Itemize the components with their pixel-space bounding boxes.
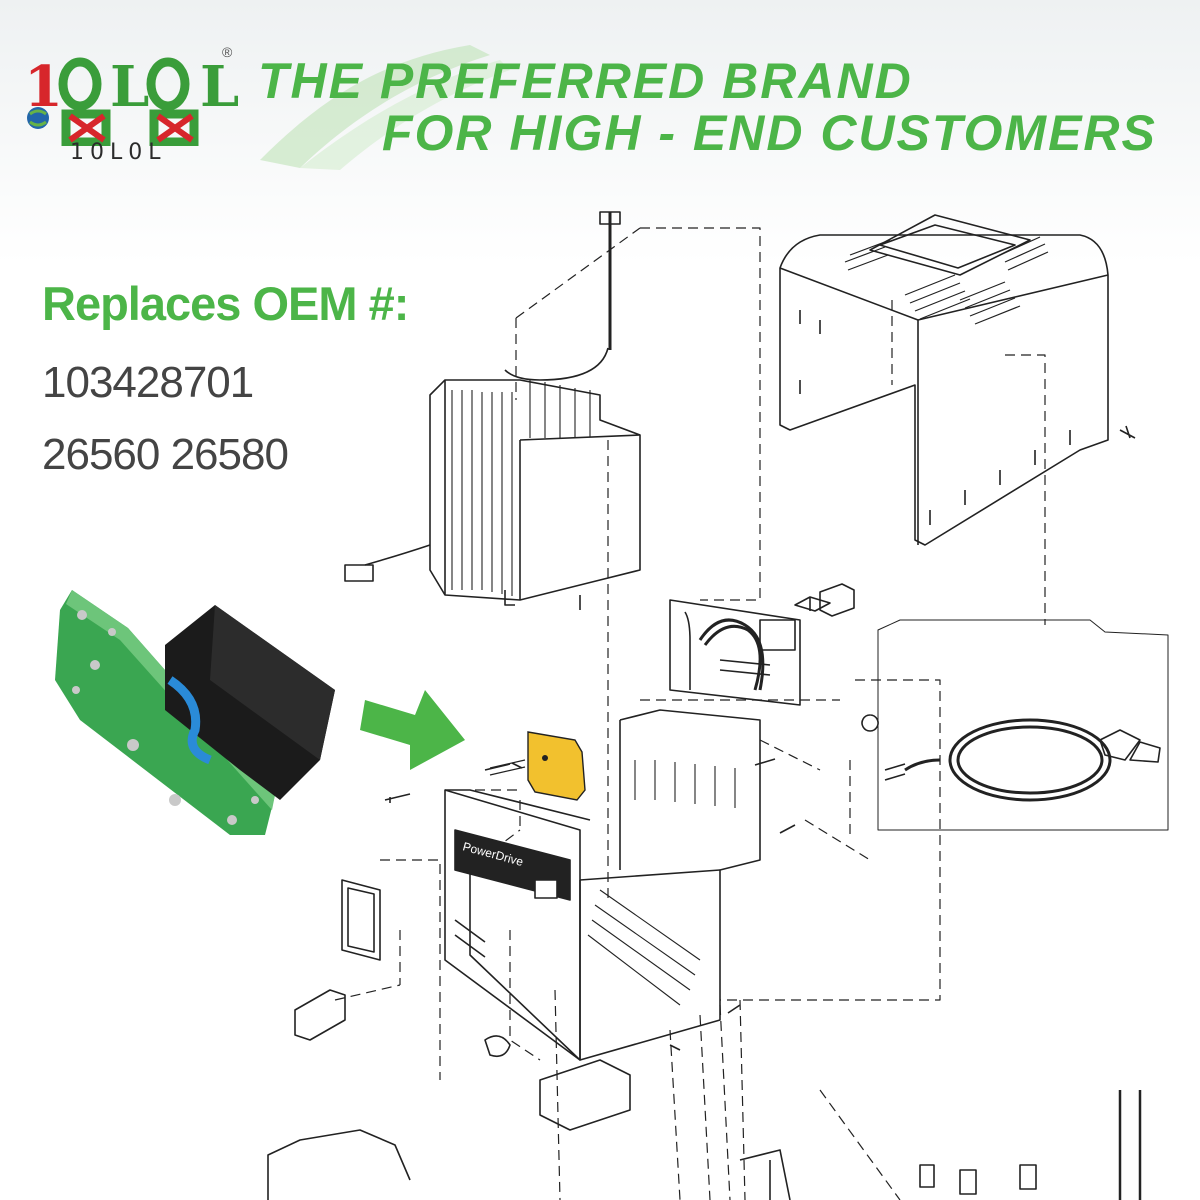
svg-text:L: L	[200, 54, 238, 120]
pcb-assembly	[669, 583, 855, 706]
registered-mark: ®	[222, 44, 233, 60]
oem-number-1: 103428701	[42, 358, 254, 407]
logo-text: 10L0L	[70, 140, 167, 165]
transformer	[344, 211, 641, 610]
headline-line-1: THE PREFERRED BRAND	[258, 53, 913, 109]
top-cover	[779, 214, 1136, 546]
chassis: PowerDrive	[444, 709, 761, 1061]
arrow-right-icon	[360, 690, 465, 770]
guide-lines	[334, 227, 1046, 1200]
brand-logo: 1 L L	[18, 46, 239, 166]
bottom-wiring	[267, 1090, 1142, 1200]
oem-title: Replaces OEM #:	[42, 277, 409, 330]
pcb-product-photo	[55, 590, 335, 835]
svg-text:L: L	[110, 54, 149, 120]
oem-number-2: 26560 26580	[42, 430, 289, 479]
headline-line-2: FOR HIGH - END CUSTOMERS	[382, 105, 1157, 161]
svg-text:1: 1	[24, 54, 63, 120]
brush-stroke	[260, 45, 510, 170]
power-cord	[861, 619, 1169, 831]
small-parts	[294, 758, 796, 1131]
highlighted-part	[489, 731, 586, 801]
